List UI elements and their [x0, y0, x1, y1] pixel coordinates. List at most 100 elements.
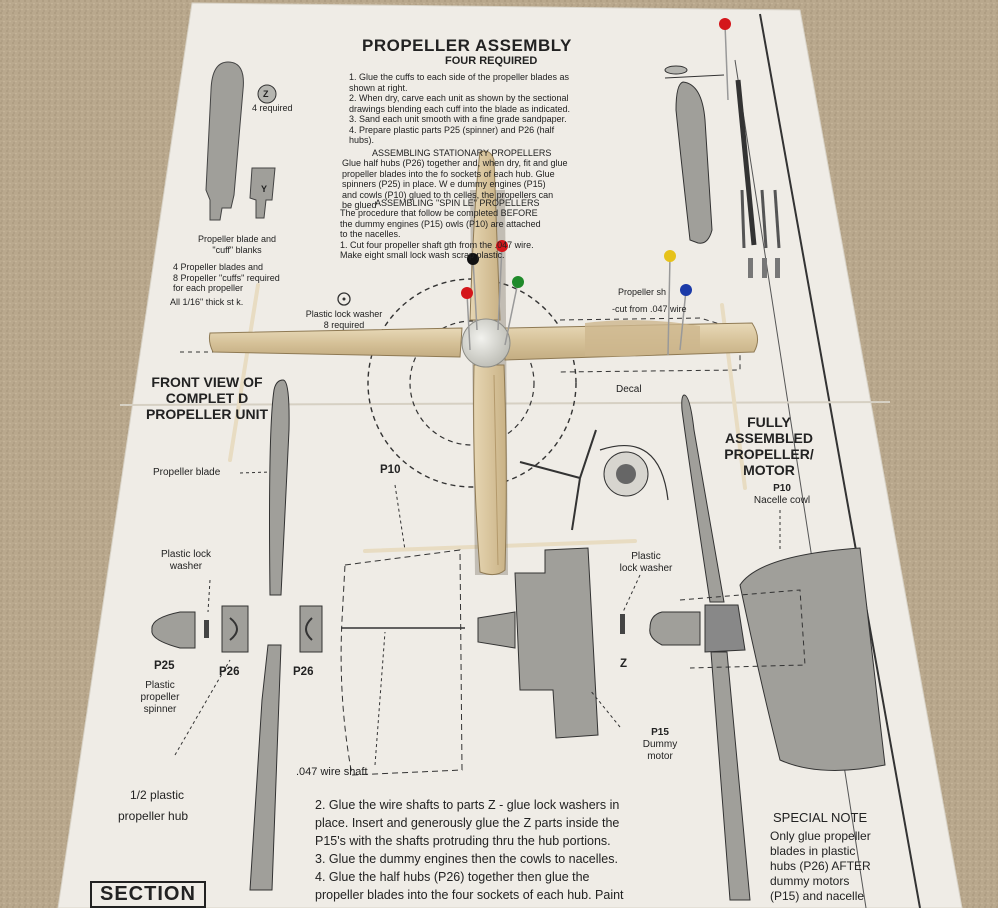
pin-shaft-black [472, 258, 478, 331]
caption-line: for each propeller [173, 283, 244, 293]
engine-cowl-line [599, 445, 669, 501]
top-hub-outline [664, 65, 688, 75]
front-view-blade-lower [249, 644, 282, 891]
stationary-text: Glue half hubs (P26) together and, when … [342, 158, 632, 211]
heading-line: FULLY [747, 414, 791, 430]
caption-line: propeller [140, 692, 180, 703]
p26-hub-drawing-a-socket [229, 617, 238, 641]
leader-arrow-7 [589, 689, 621, 728]
body-line: propeller blades into the four sockets o… [315, 888, 624, 902]
instruction-sheet [57, 2, 963, 908]
body-line: 2. Glue the wire shafts to parts Z - glu… [315, 798, 620, 812]
nacelle-inner-circle [409, 320, 535, 446]
p26-hub-drawing-b [299, 605, 323, 653]
pin-black [467, 253, 479, 265]
p15-washer-drawing [620, 614, 625, 634]
sheet-border-line [759, 13, 921, 908]
step-line: 4. Prepare plastic parts P25 (spinner) a… [349, 124, 555, 135]
pin-red-1 [496, 240, 508, 252]
front-view-heading: FRONT VIEW OF COMPLET D PROPELLER UNIT [138, 374, 276, 422]
special-note-heading: SPECIAL NOTE [773, 810, 868, 825]
spinning-heading: ASSEMBLING "SPIN LE" PROPELLERS [375, 198, 540, 208]
caption-line: Propeller blade and [197, 234, 277, 244]
step-line: 3. Sand each unit smooth with a fine gra… [349, 114, 567, 124]
stationary-line: Glue half hubs (P26) together and, when … [342, 158, 568, 168]
pin-shaft-yellow [667, 255, 671, 356]
caption-line: motor [647, 751, 673, 762]
balsa-blade-bottom-edge [493, 374, 499, 566]
plastic-lock-washer-right: Plastic lock washer [606, 551, 686, 575]
section-label: SECTION [90, 881, 206, 908]
spinning-line: 1. Cut four propeller shaft gth from the… [340, 239, 534, 250]
assembled-spinner-drawing [649, 611, 701, 646]
hub-caption: 1/2 plastic propeller hub [118, 788, 218, 824]
caption-line: spinner [143, 704, 177, 715]
propeller-shaft-caption: Propeller sh -cut from .047 wire [612, 287, 742, 314]
part-z-circle [257, 84, 277, 104]
caption-line: Plastic lock [160, 549, 211, 560]
sheet-subtitle: FOUR REQUIRED [445, 55, 538, 67]
p10-label: P10 [380, 464, 401, 476]
p26-hub-drawing-a [221, 605, 249, 653]
body-line: 3. Glue the dummy engines then the cowls… [315, 852, 618, 866]
leader-arrow-2 [394, 484, 406, 551]
balsa-cuff-right [585, 320, 700, 357]
engine-prop-1 [519, 461, 581, 479]
decal-label: Decal [616, 384, 642, 395]
z-label-2: Z [620, 658, 628, 670]
lock-washer-hole [342, 297, 346, 301]
step-line: 1. Glue the cuffs to each side of the pr… [349, 72, 569, 82]
blank-caption: Propeller blade and "cuff" blanks [178, 234, 296, 255]
heading-line: PROPELLER UNIT [145, 406, 269, 422]
stock-note: All 1/16" thick st k. [170, 297, 244, 307]
caption-line: propeller hub [118, 809, 189, 823]
heading-line: ASSEMBLED [725, 430, 813, 446]
leader-arrow-6 [622, 574, 641, 613]
caption-line: Propeller sh [618, 287, 667, 297]
caption-line: lock washer [619, 563, 673, 574]
fully-assembled-heading: FULLY ASSEMBLED PROPELLER/ MOTOR [714, 414, 824, 478]
wire-shaft-label: .047 wire shaft [296, 766, 368, 778]
pin-red-2 [461, 287, 473, 299]
caption-line: 1/2 plastic [130, 788, 185, 802]
balsa-blade-left [208, 327, 463, 358]
heading-line: PROPELLER/ [724, 446, 814, 462]
balsa-propeller-model [208, 18, 758, 576]
cuff-blank-y [249, 167, 276, 219]
toothpick-left [228, 283, 260, 462]
p10-cowl-caption: P10 Nacelle cowl [742, 483, 822, 507]
washer-drawing-1 [748, 258, 753, 278]
balsa-blade-top [469, 150, 501, 321]
plastic-hub [461, 318, 511, 368]
caption-line: P10 [773, 483, 791, 494]
note-line: blades in plastic [770, 844, 856, 858]
balsa-blade-bottom [473, 364, 507, 576]
leader-line [664, 74, 725, 79]
step-line: 2. When dry, carve each unit as shown by… [349, 93, 569, 103]
spinning-line: The procedure that follow be completed B… [340, 208, 538, 218]
four-required-label: 4 required [252, 103, 293, 113]
p25-label: P25 [154, 660, 175, 672]
stationary-line: be glued [342, 200, 377, 210]
stationary-line: spinners (P25) in place. W e dummy engin… [342, 179, 546, 189]
caption-line: washer [169, 561, 203, 572]
p25-washer-drawing [204, 620, 209, 638]
p25-caption: Plastic propeller spinner [122, 680, 198, 716]
stationary-line: and cowls (P10) glued to th celles, the … [342, 189, 554, 200]
body-line: place. Insert and generously glue the Z … [315, 816, 620, 830]
nacelle-side-dashed [340, 549, 463, 776]
pin-shaft-red-2 [466, 292, 471, 351]
front-view-blade-upper [269, 379, 290, 596]
stationary-heading: ASSEMBLING STATIONARY PROPELLERS [372, 148, 552, 158]
stationary-line: propeller blades into the fo sockets of … [342, 168, 555, 179]
note-line: (P15) and nacelle [770, 889, 865, 903]
lock-washer-symbol [337, 292, 351, 306]
assembled-blade-lower [710, 651, 751, 901]
body-line: P15's with the shafts protruding thru th… [315, 834, 611, 848]
shaft-drawing-3 [760, 189, 768, 249]
washer-drawing-3 [775, 258, 780, 278]
caption-line: 4 Propeller blades and [173, 262, 264, 272]
shaft-drawing-1 [735, 79, 757, 246]
lock-washer-caption: Plastic lock washer 8 required [284, 309, 404, 330]
caption-line: Dummy [642, 739, 678, 750]
